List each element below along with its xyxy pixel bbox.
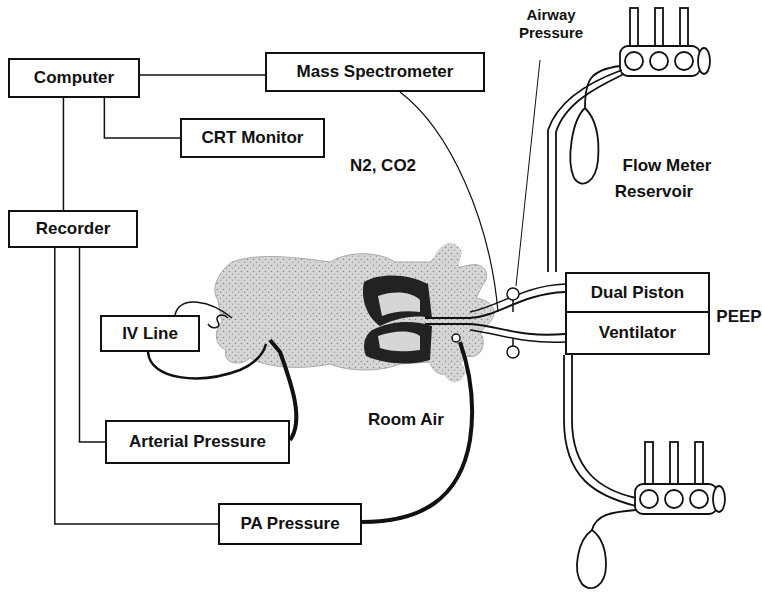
animal-body <box>215 254 494 375</box>
part-label: PEEP <box>716 307 762 327</box>
pressure-gauge <box>507 346 519 358</box>
box-label: CRT Monitor <box>202 128 304 148</box>
part-label: Flow Meter <box>612 156 722 176</box>
connector-line <box>55 248 218 524</box>
box-label: Dual Piston <box>591 283 685 303</box>
catheter-coil <box>208 315 228 328</box>
lung-inner <box>378 332 420 352</box>
process-box: Ventilator <box>565 311 710 355</box>
animal-paw <box>440 356 466 382</box>
lung <box>363 275 432 326</box>
pressure-gauge <box>507 288 519 300</box>
box-label: Recorder <box>36 219 111 239</box>
trachea-tube <box>425 292 565 318</box>
part-label: Airway Pressure <box>516 6 586 42</box>
lung-inner <box>378 293 420 316</box>
process-box: Mass Spectrometer <box>265 52 485 92</box>
lung <box>364 322 432 364</box>
sampling-line <box>400 92 498 312</box>
pa-catheter <box>362 342 472 522</box>
trachea-tube <box>470 284 565 312</box>
process-box: IV Line <box>100 315 200 352</box>
part-label: Reservoir <box>604 182 704 202</box>
process-box: CRT Monitor <box>180 118 325 158</box>
process-box: Dual Piston <box>565 272 710 313</box>
connector-line <box>63 98 64 210</box>
box-label: Computer <box>34 68 114 88</box>
box-label: Ventilator <box>599 323 676 343</box>
trachea-tube <box>470 330 565 342</box>
process-box: Arterial Pressure <box>105 420 290 464</box>
process-box: Recorder <box>8 210 138 248</box>
flow-meter <box>620 8 710 76</box>
flow-meter <box>635 442 725 514</box>
box-label: Arterial Pressure <box>129 432 266 452</box>
box-label: PA Pressure <box>240 514 339 534</box>
animal-paw <box>432 243 462 268</box>
process-box: PA Pressure <box>218 503 362 545</box>
box-label: IV Line <box>122 324 178 344</box>
connector-line <box>140 75 265 76</box>
part-label: Room Air <box>356 410 456 430</box>
reservoir-bag <box>577 530 606 588</box>
box-label: Mass Spectrometer <box>297 62 454 82</box>
reservoir-bag <box>570 108 598 184</box>
part-label: N2, CO2 <box>338 156 428 176</box>
trachea-tube <box>425 324 565 335</box>
connector-line <box>104 98 180 138</box>
process-box: Computer <box>8 58 140 98</box>
